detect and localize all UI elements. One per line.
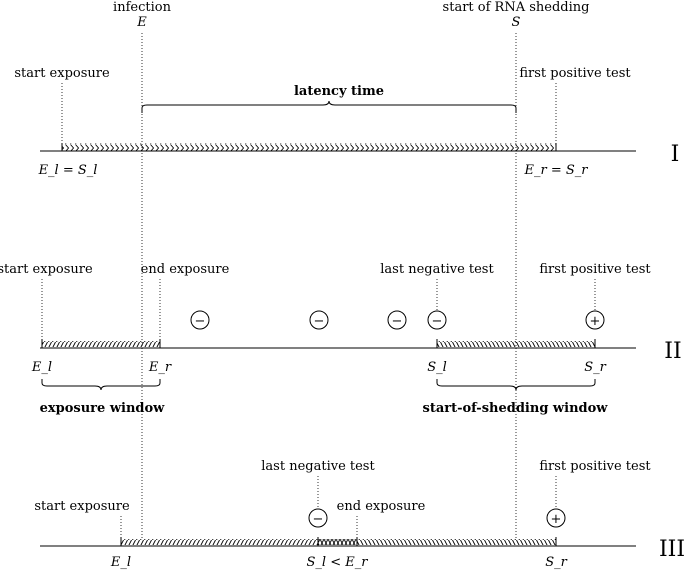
p2-Er-label: E_r [148, 360, 172, 375]
p1-start-exposure-label: start exposure [14, 66, 110, 81]
p1-left-label: E_l = S_l [38, 163, 98, 178]
p2-end-exposure-label: end exposure [141, 262, 230, 277]
p3-SlEr-label: S_l < E_r [307, 555, 369, 570]
p2-test-2: − [309, 310, 329, 330]
p1-right-label: E_r = S_r [524, 163, 589, 178]
svg-text:−: − [195, 314, 206, 329]
p2-shedding-window-label: start-of-shedding window [423, 401, 609, 416]
p3-shedding-hatch [318, 539, 556, 545]
start-shedding-label: start of RNA shedding [443, 0, 590, 15]
p3-test-positive: + [546, 508, 566, 528]
p2-last-negative-label: last negative test [380, 262, 494, 277]
p2-exposure-window-label: exposure window [40, 401, 166, 416]
p3-test-negative: − [308, 508, 328, 528]
p1-latency-hatch [62, 143, 556, 151]
p3-exposure-hatch [121, 539, 357, 545]
p2-El-label: E_l [31, 360, 52, 375]
p2-test-1: − [190, 310, 210, 330]
p2-first-positive-label: first positive test [539, 262, 651, 277]
p1-latency-label: latency time [294, 84, 384, 99]
infection-label: infection [113, 0, 172, 15]
panel-1: start exposure first positive test laten… [14, 66, 679, 178]
p2-Sr-label: S_r [584, 360, 606, 375]
infection-E-label: E [136, 15, 147, 30]
p2-roman-numeral: II [664, 339, 681, 364]
p2-shedding-brace [436, 379, 596, 391]
p1-roman-numeral: I [671, 142, 680, 167]
p2-test-5: + [585, 310, 605, 330]
p3-last-negative-label: last negative test [261, 459, 375, 474]
p3-start-exposure-label: start exposure [34, 499, 130, 514]
svg-text:−: − [432, 314, 443, 329]
svg-text:−: − [313, 512, 324, 527]
p2-Sl-label: S_l [427, 360, 447, 375]
p2-test-3: − [387, 310, 407, 330]
shedding-S-label: S [512, 15, 521, 30]
p2-exposure-hatch [42, 341, 160, 347]
p2-test-4: − [427, 310, 447, 330]
svg-text:−: − [314, 314, 325, 329]
p2-shedding-hatch [437, 341, 595, 347]
panel-3: start exposure last negative test end ex… [34, 459, 685, 570]
p3-roman-numeral: III [659, 537, 685, 562]
svg-text:+: + [551, 512, 562, 527]
svg-text:+: + [590, 314, 601, 329]
panel-2: start exposure end exposure last negativ… [0, 262, 682, 416]
p1-latency-brace [141, 100, 517, 113]
p1-first-positive-label: first positive test [519, 66, 631, 81]
p3-Sr-label: S_r [545, 555, 567, 570]
p2-exposure-brace [41, 379, 161, 391]
svg-text:−: − [392, 314, 403, 329]
p2-start-exposure-label: start exposure [0, 262, 93, 277]
p3-end-exposure-label: end exposure [337, 499, 426, 514]
p3-first-positive-label: first positive test [539, 459, 651, 474]
p3-El-label: E_l [110, 555, 131, 570]
